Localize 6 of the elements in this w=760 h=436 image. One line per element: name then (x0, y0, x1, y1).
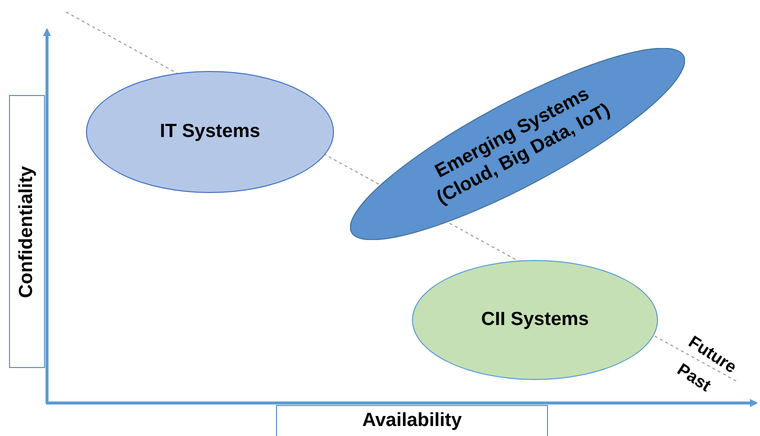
axis-label-box (276, 405, 548, 436)
ellipse-label: CII Systems (481, 308, 589, 332)
axis-title: Availability (362, 409, 462, 433)
ellipse-label: IT Systems (160, 120, 260, 144)
axis-label-box (9, 95, 45, 368)
axis-title: Confidentiality (14, 166, 38, 298)
